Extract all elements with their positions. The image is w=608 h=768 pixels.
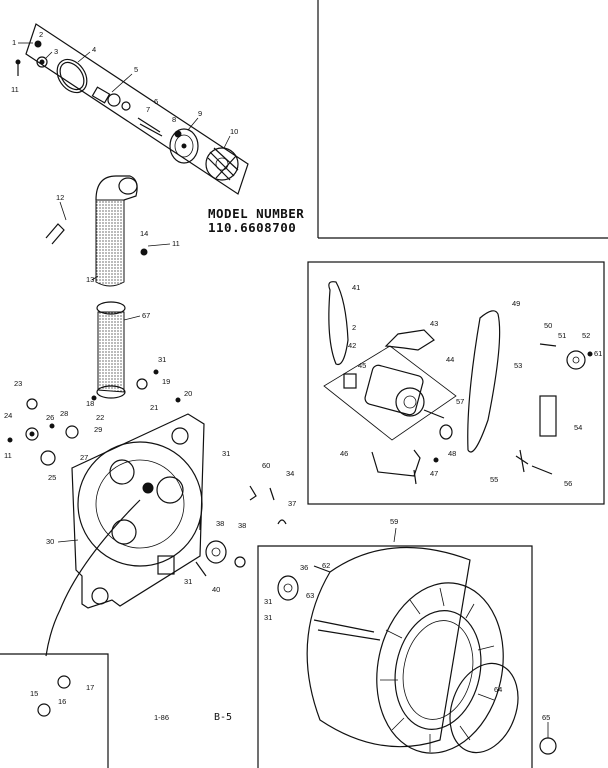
- motor-drive-inset: 41 2 42 43 44 45 49 50 51 52 61 53 54 55…: [307, 261, 605, 505]
- callout-12: 12: [56, 193, 64, 202]
- callout-6: 6: [154, 97, 158, 106]
- callout-55: 55: [490, 475, 498, 484]
- callout-20: 20: [184, 389, 192, 398]
- callout-31a: 31: [158, 355, 166, 364]
- callout-34: 34: [286, 469, 294, 478]
- wire-harness: [45, 499, 141, 657]
- callout-54: 54: [574, 423, 582, 432]
- callout-31e: 31: [264, 597, 272, 606]
- callout-31b: 31: [222, 449, 230, 458]
- callout-57: 57: [456, 397, 464, 406]
- motor: [323, 345, 457, 441]
- callout-23: 23: [14, 379, 22, 388]
- callout-44: 44: [446, 355, 454, 364]
- callout-2: 2: [39, 30, 43, 39]
- model-number-block: MODEL NUMBER 110.6608700: [208, 206, 304, 235]
- callout-25: 25: [48, 473, 56, 482]
- callout-7: 7: [146, 105, 150, 114]
- callout-11a: 11: [11, 85, 19, 94]
- callout-22: 22: [96, 413, 104, 422]
- callout-24: 24: [4, 411, 12, 420]
- footer-labels: 1-86 B-5 31: [154, 597, 272, 723]
- callout-41: 41: [352, 283, 360, 292]
- callout-63: 63: [306, 591, 314, 600]
- callout-11c: 11: [4, 451, 12, 460]
- callout-30: 30: [46, 537, 54, 546]
- callout-18: 18: [86, 399, 94, 408]
- callout-17: 17: [86, 683, 94, 692]
- callout-15: 15: [30, 689, 38, 698]
- callout-29: 29: [94, 425, 102, 434]
- bottom-left-inset: 15 17 16: [0, 653, 109, 768]
- callout-4: 4: [92, 45, 96, 54]
- drum: [306, 546, 504, 754]
- middle-parts: 38 38 40 60 34 37: [195, 461, 296, 594]
- model-number: 110.6608700: [208, 220, 296, 235]
- callout-38a: 38: [216, 519, 224, 528]
- callout-60: 60: [262, 461, 270, 470]
- callout-61: 61: [594, 349, 602, 358]
- lint-duct: 67: [96, 301, 150, 399]
- callout-3: 3: [54, 47, 58, 56]
- page-label: B-5: [214, 712, 232, 723]
- callout-56: 56: [564, 479, 572, 488]
- drum-inset: 59 62 36 63 31 64 65: [257, 517, 557, 768]
- callout-43: 43: [430, 319, 438, 328]
- callout-31d: 31: [264, 613, 272, 622]
- callout-59: 59: [390, 517, 398, 526]
- callout-16: 16: [58, 697, 66, 706]
- small-code: 1-86: [154, 713, 169, 722]
- callout-45: 45: [358, 361, 366, 370]
- callout-50: 50: [544, 321, 552, 330]
- callout-26: 26: [46, 413, 54, 422]
- blower-wheel: [205, 147, 239, 181]
- callout-5: 5: [134, 65, 138, 74]
- callout-14: 14: [140, 229, 148, 238]
- callout-31c: 31: [184, 577, 192, 586]
- callout-2b: 2: [352, 323, 356, 332]
- drum-seal-ring: [449, 662, 519, 754]
- callout-49: 49: [512, 299, 520, 308]
- callout-64: 64: [494, 685, 502, 694]
- callout-11b: 11: [172, 239, 180, 248]
- blower-assembly: 1 2 3 4 11 5 6 7 8 9 10: [11, 23, 249, 195]
- callout-19: 19: [162, 377, 170, 386]
- callout-8: 8: [172, 115, 176, 124]
- callout-28: 28: [60, 409, 68, 418]
- callout-51: 51: [558, 331, 566, 340]
- frame-lines: [317, 0, 608, 239]
- exhaust-duct: 12 14 11 13: [45, 175, 180, 287]
- callout-10: 10: [230, 127, 238, 136]
- callout-27: 27: [80, 453, 88, 462]
- callout-46: 46: [340, 449, 348, 458]
- callout-52: 52: [582, 331, 590, 340]
- rear-panel: 30 31 31: [46, 413, 230, 609]
- callout-37: 37: [288, 499, 296, 508]
- callout-48: 48: [448, 449, 456, 458]
- callout-40: 40: [212, 585, 220, 594]
- callout-53: 53: [514, 361, 522, 370]
- left-small-parts: 23 24 11 26 28 18 29 27 25 22 21 19 20 3…: [4, 355, 192, 482]
- callout-36: 36: [300, 563, 308, 572]
- model-heading: MODEL NUMBER: [208, 206, 304, 221]
- callout-21: 21: [150, 403, 158, 412]
- callout-67: 67: [142, 311, 150, 320]
- callout-42: 42: [348, 341, 356, 350]
- callout-47: 47: [430, 469, 438, 478]
- callout-65: 65: [542, 713, 550, 722]
- callout-9: 9: [198, 109, 202, 118]
- callout-13: 13: [86, 275, 94, 284]
- callout-62: 62: [322, 561, 330, 570]
- callout-38b: 38: [238, 521, 246, 530]
- callout-1: 1: [12, 38, 16, 47]
